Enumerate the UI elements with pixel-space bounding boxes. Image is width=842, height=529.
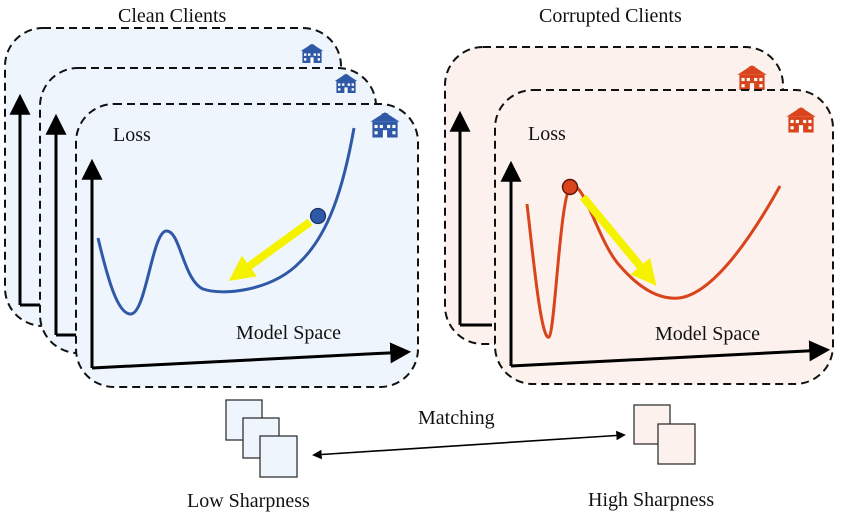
corrupted-model-space-axis — [510, 340, 831, 368]
matching-label: Matching — [418, 407, 495, 429]
high-sharpness-stack — [633, 404, 696, 465]
clean-model-space-axis — [91, 342, 412, 370]
clean-loss-curve — [96, 127, 356, 316]
low-sharpness-label: Low Sharpness — [187, 490, 310, 512]
corrupted-clients-panel-front — [494, 89, 834, 385]
clean-model-point — [309, 207, 327, 225]
clean-clients-title: Clean Clients — [118, 5, 227, 27]
corrupted-loss-label: Loss — [528, 123, 566, 145]
high-sharpness-label: High Sharpness — [588, 489, 715, 511]
clean-loss-label: Loss — [113, 124, 151, 146]
matching-arrow — [312, 430, 626, 460]
clean-clients-panel-front — [75, 103, 419, 388]
low-sharpness-stack — [225, 399, 298, 478]
corrupted-clients-title: Corrupted Clients — [539, 5, 682, 27]
corrupted-descent-arrow — [579, 194, 657, 286]
clean-descent-arrow — [228, 218, 313, 282]
corrupted-model-point — [561, 178, 579, 196]
corrupted-model-space-label: Model Space — [655, 323, 760, 345]
clean-model-space-label: Model Space — [236, 322, 341, 344]
